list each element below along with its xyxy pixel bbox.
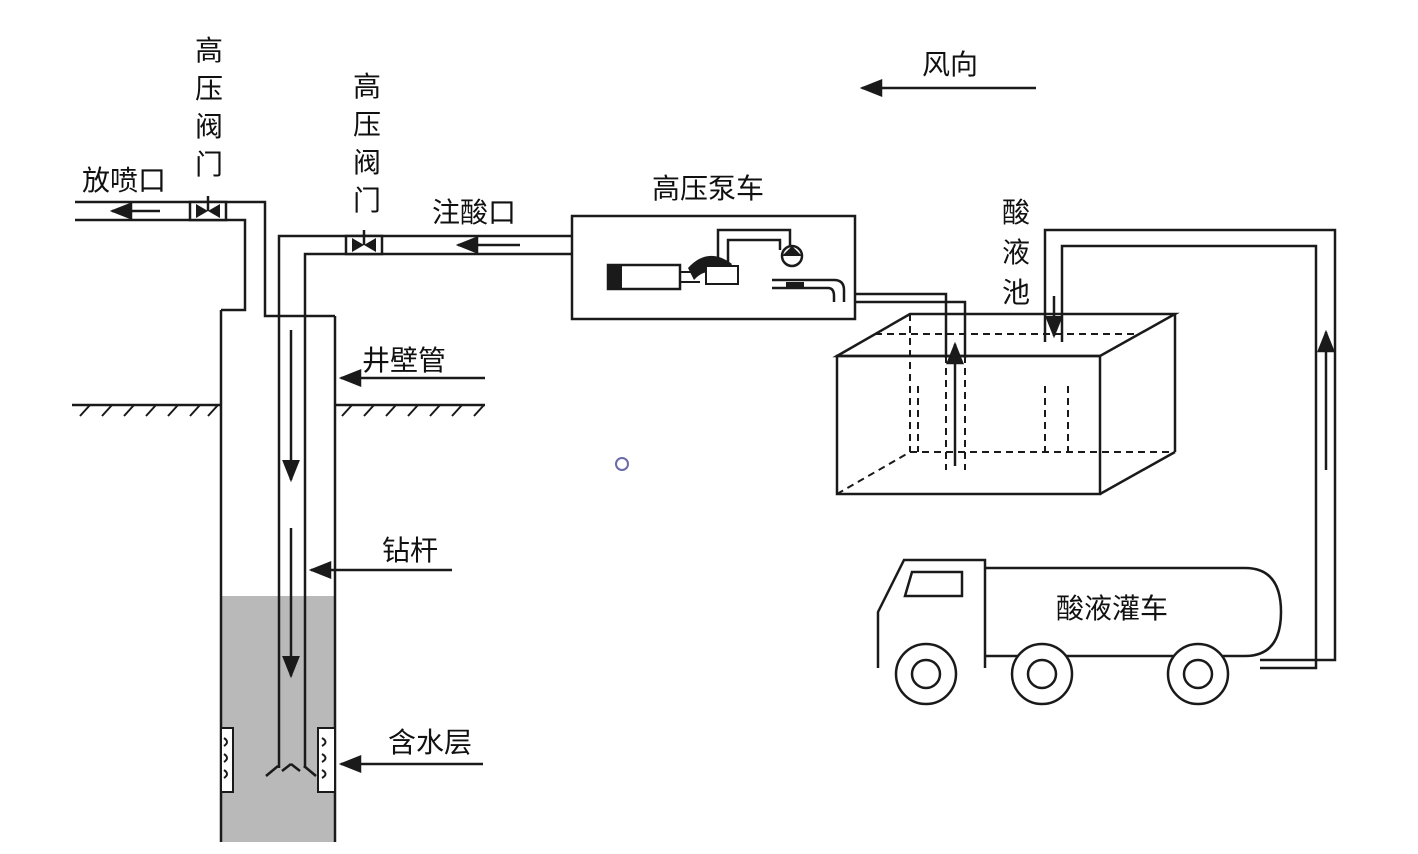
svg-text:压: 压 [353, 108, 381, 141]
label-acid-pool: 酸 液 池 [1002, 196, 1030, 309]
pump-truck [570, 214, 857, 321]
center-marker [615, 457, 629, 471]
screen-left [220, 727, 234, 793]
label-aquifer: 含水层 [388, 726, 472, 759]
ground-line-right [335, 403, 485, 417]
svg-text:酸: 酸 [1002, 196, 1030, 229]
svg-text:池: 池 [1002, 276, 1030, 309]
label-pump-truck: 高压泵车 [652, 172, 764, 205]
pool-supply-pipe [855, 292, 948, 358]
label-valve-right: 高 压 阀 门 [353, 70, 381, 217]
well [75, 200, 337, 842]
label-well-casing: 井壁管 [362, 344, 446, 377]
label-wind-direction: 风向 [922, 48, 978, 81]
label-drill-pipe: 钻杆 [382, 534, 438, 567]
valve-left [188, 196, 228, 222]
svg-text:高: 高 [195, 34, 223, 67]
label-acid-inlet: 注酸口 [432, 196, 516, 229]
svg-text:高: 高 [353, 70, 381, 103]
ground-line-left [72, 403, 220, 417]
svg-text:门: 门 [195, 148, 223, 181]
svg-text:压: 压 [195, 72, 223, 105]
label-acid-tank-truck: 酸液灌车 [1056, 592, 1168, 625]
screen-right [317, 727, 336, 793]
svg-text:门: 门 [353, 184, 381, 217]
svg-text:液: 液 [1002, 236, 1030, 269]
acid-pool [832, 312, 1180, 496]
label-vent-outlet: 放喷口 [82, 164, 166, 197]
svg-text:阀: 阀 [353, 146, 381, 179]
valve-right [344, 230, 384, 256]
label-valve-left: 高 压 阀 门 [195, 34, 223, 181]
acid-tank-truck [876, 558, 1283, 706]
tank-truck-pipe [1043, 228, 1337, 670]
svg-text:阀: 阀 [195, 110, 223, 143]
